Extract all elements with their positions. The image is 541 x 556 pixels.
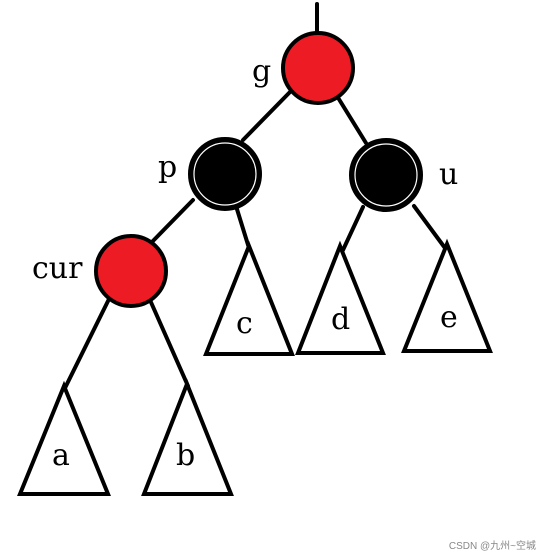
edge-u-d	[341, 205, 365, 252]
subtree-a-triangle	[17, 380, 111, 496]
edge-cur-b	[148, 298, 190, 388]
subtree-c-label: c	[236, 306, 253, 341]
edge-g-p	[241, 90, 292, 142]
edge-p-cur	[148, 198, 195, 246]
subtree-d-label: d	[331, 302, 350, 337]
edge-g-u	[335, 94, 368, 145]
node-cur-label: cur	[32, 251, 83, 286]
subtree-d-triangle	[295, 240, 386, 355]
node-u-circle	[349, 138, 423, 212]
subtree-c-triangle	[203, 240, 295, 356]
subtree-b-triangle	[141, 378, 234, 496]
watermark-text: CSDN @九州~空城	[449, 539, 536, 552]
edge-p-c	[234, 204, 251, 250]
subtree-b-label: b	[176, 438, 195, 473]
node-p-label: p	[158, 150, 177, 185]
subtree-e-triangle	[401, 238, 493, 353]
node-u-label: u	[439, 157, 458, 192]
node-g-label: g	[252, 54, 271, 89]
edge-cur-a	[63, 293, 113, 390]
node-u-ring	[354, 143, 418, 207]
node-p-circle	[188, 137, 262, 211]
node-g-circle	[281, 31, 355, 105]
tree-edges	[63, 2, 447, 390]
node-p-ring	[193, 142, 257, 206]
subtree-a-label: a	[52, 438, 70, 473]
subtree-e-label: e	[440, 300, 458, 335]
edge-u-e	[412, 204, 447, 250]
node-cur-circle	[94, 234, 168, 308]
